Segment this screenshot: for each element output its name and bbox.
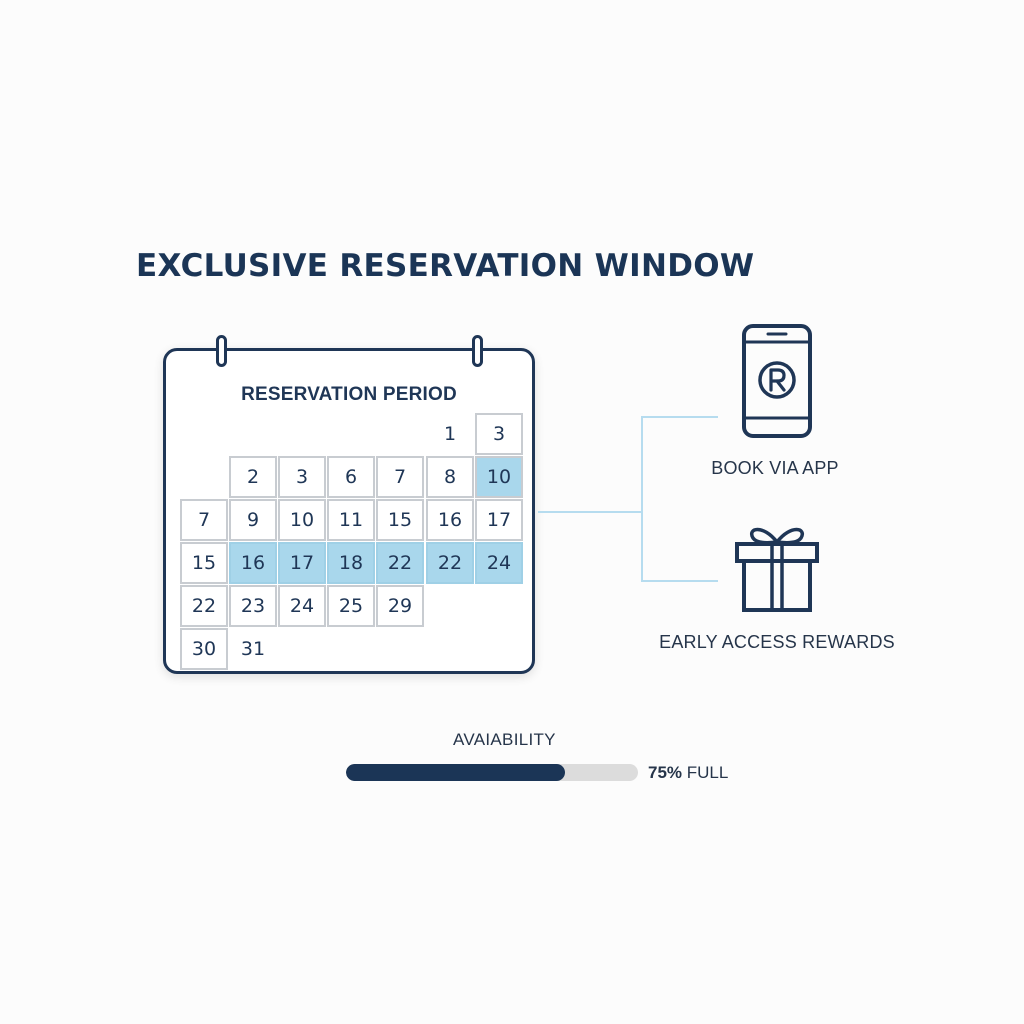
- calendar-day[interactable]: 9: [229, 499, 277, 541]
- calendar-ring-icon: [472, 335, 483, 367]
- calendar-day-reserved[interactable]: 22: [376, 542, 424, 584]
- gift-box-icon: [733, 520, 821, 614]
- calendar-day-reserved[interactable]: 18: [327, 542, 375, 584]
- calendar-day[interactable]: 31: [240, 638, 266, 660]
- calendar-day-reserved[interactable]: 22: [426, 542, 474, 584]
- connector-line: [641, 416, 718, 418]
- calendar-day[interactable]: 29: [376, 585, 424, 627]
- availability-progress-bar: [346, 764, 638, 781]
- feature-label-book-via-app: BOOK VIA APP: [711, 458, 839, 478]
- calendar-day[interactable]: 3: [475, 413, 523, 455]
- calendar-day[interactable]: 25: [327, 585, 375, 627]
- calendar-day[interactable]: 10: [278, 499, 326, 541]
- calendar-day-reserved[interactable]: 24: [475, 542, 523, 584]
- connector-line: [641, 416, 643, 582]
- calendar-day[interactable]: 6: [327, 456, 375, 498]
- calendar-heading: RESERVATION PERIOD: [241, 384, 457, 405]
- calendar-day-reserved[interactable]: 16: [229, 542, 277, 584]
- calendar-day[interactable]: 23: [229, 585, 277, 627]
- calendar-day-highlighted[interactable]: 10: [475, 456, 523, 498]
- calendar-day[interactable]: 15: [180, 542, 228, 584]
- calendar-day[interactable]: 7: [180, 499, 228, 541]
- calendar-day-reserved[interactable]: 17: [278, 542, 326, 584]
- calendar-day[interactable]: 2: [229, 456, 277, 498]
- connector-line: [538, 511, 642, 513]
- calendar-day[interactable]: 15: [376, 499, 424, 541]
- calendar-day[interactable]: 8: [426, 456, 474, 498]
- calendar-day[interactable]: 3: [278, 456, 326, 498]
- smartphone-registered-icon: [740, 322, 814, 440]
- availability-progress-fill: [346, 764, 565, 781]
- feature-label-early-access-rewards: EARLY ACCESS REWARDS: [659, 632, 895, 652]
- calendar-day[interactable]: 11: [327, 499, 375, 541]
- availability-label: AVAIABILITY: [453, 730, 556, 749]
- calendar-ring-icon: [216, 335, 227, 367]
- calendar-day[interactable]: 16: [426, 499, 474, 541]
- calendar-day[interactable]: 1: [443, 423, 457, 445]
- connector-line: [641, 580, 718, 582]
- calendar-day[interactable]: 7: [376, 456, 424, 498]
- availability-status: 75% FULL: [648, 763, 729, 782]
- calendar-day[interactable]: 17: [475, 499, 523, 541]
- calendar-day[interactable]: 22: [180, 585, 228, 627]
- calendar-day[interactable]: 24: [278, 585, 326, 627]
- page-title: EXCLUSIVE RESERVATION WINDOW: [136, 248, 755, 284]
- calendar-day[interactable]: 30: [180, 628, 228, 670]
- reservation-calendar: RESERVATION PERIOD 1 3 2 3 6 7 8 10 7 9 …: [163, 335, 535, 674]
